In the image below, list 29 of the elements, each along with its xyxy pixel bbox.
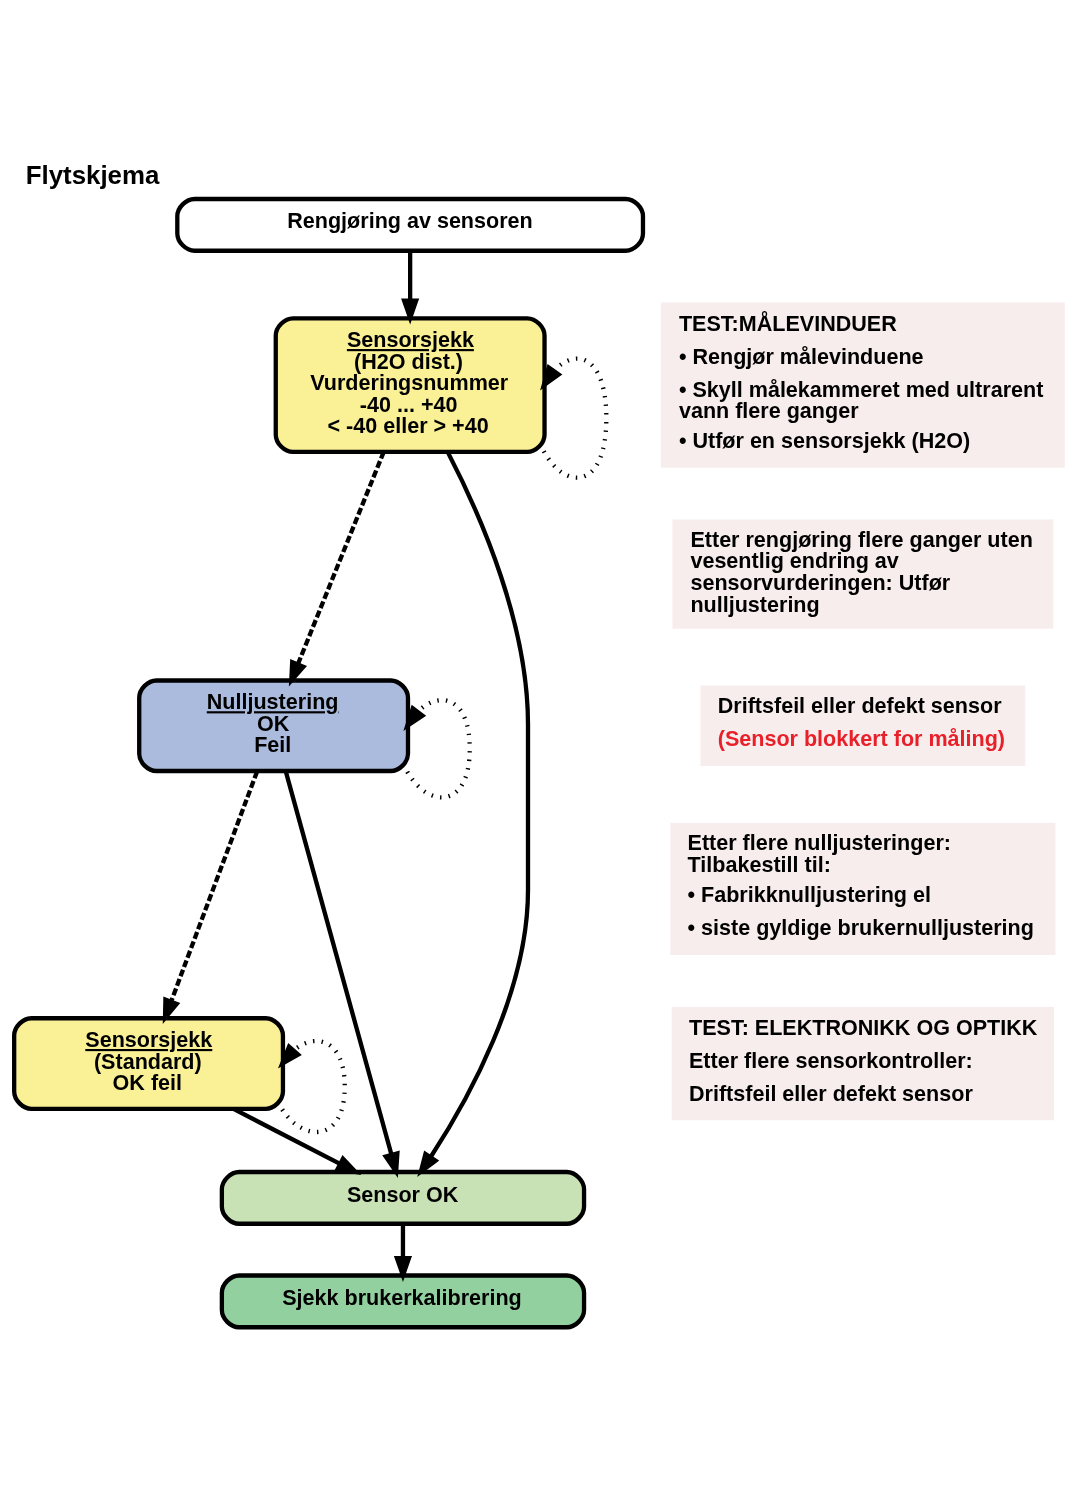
label: • Utfør en sensorsjekk (H2O) [678, 428, 971, 454]
label: TEST:MÅLEVINDUER [678, 310, 897, 336]
label: Etter flere sensorkontroller: [688, 1047, 973, 1073]
label: (Sensor blokkert for måling) [717, 725, 1006, 751]
node-box: Nulljustering OK Feil [137, 678, 411, 774]
diagram-title: Flytskjema [25, 160, 160, 189]
label: • Rengjør målevinduene [678, 343, 924, 369]
arrow [403, 697, 472, 800]
label: • Fabrikknulljustering el [687, 881, 931, 907]
label: TEST: ELEKTRONIKK OG OPTIKK [688, 1014, 1038, 1040]
node-box: Rengjøring av sensoren [175, 196, 646, 253]
label: Etter rengjøring flere ganger uten vesentlig endring av sensorvurderingen: Utfør nulljustering [690, 526, 1033, 617]
arrow [540, 356, 609, 480]
label: Driftsfeil eller defekt sensor [717, 692, 1002, 718]
label: • Skyll målekammeret med ultrarent vann flere ganger [678, 376, 1044, 424]
arrow [277, 1039, 347, 1135]
arrow [288, 451, 386, 687]
arrow [283, 770, 400, 1178]
label: Etter flere nulljusteringer: Tilbakestill til: [687, 830, 951, 877]
arrow [393, 1224, 413, 1282]
node-box: Sensorsjekk (Standard) OK feil [12, 1016, 286, 1111]
arrow [401, 250, 420, 325]
node-box: Sensor OK [219, 1169, 587, 1226]
label: • siste gyldige brukernulljustering [687, 914, 1034, 940]
arrow [417, 451, 531, 1178]
node-box: Sensorsjekk (H2O dist.) Vurderingsnummer -40 ... +40 < -40 eller > +40 [273, 316, 547, 455]
label: Driftsfeil eller defekt sensor [688, 1080, 973, 1106]
node-box: Sjekk brukerkalibrering [219, 1273, 587, 1330]
arrow [162, 770, 260, 1025]
